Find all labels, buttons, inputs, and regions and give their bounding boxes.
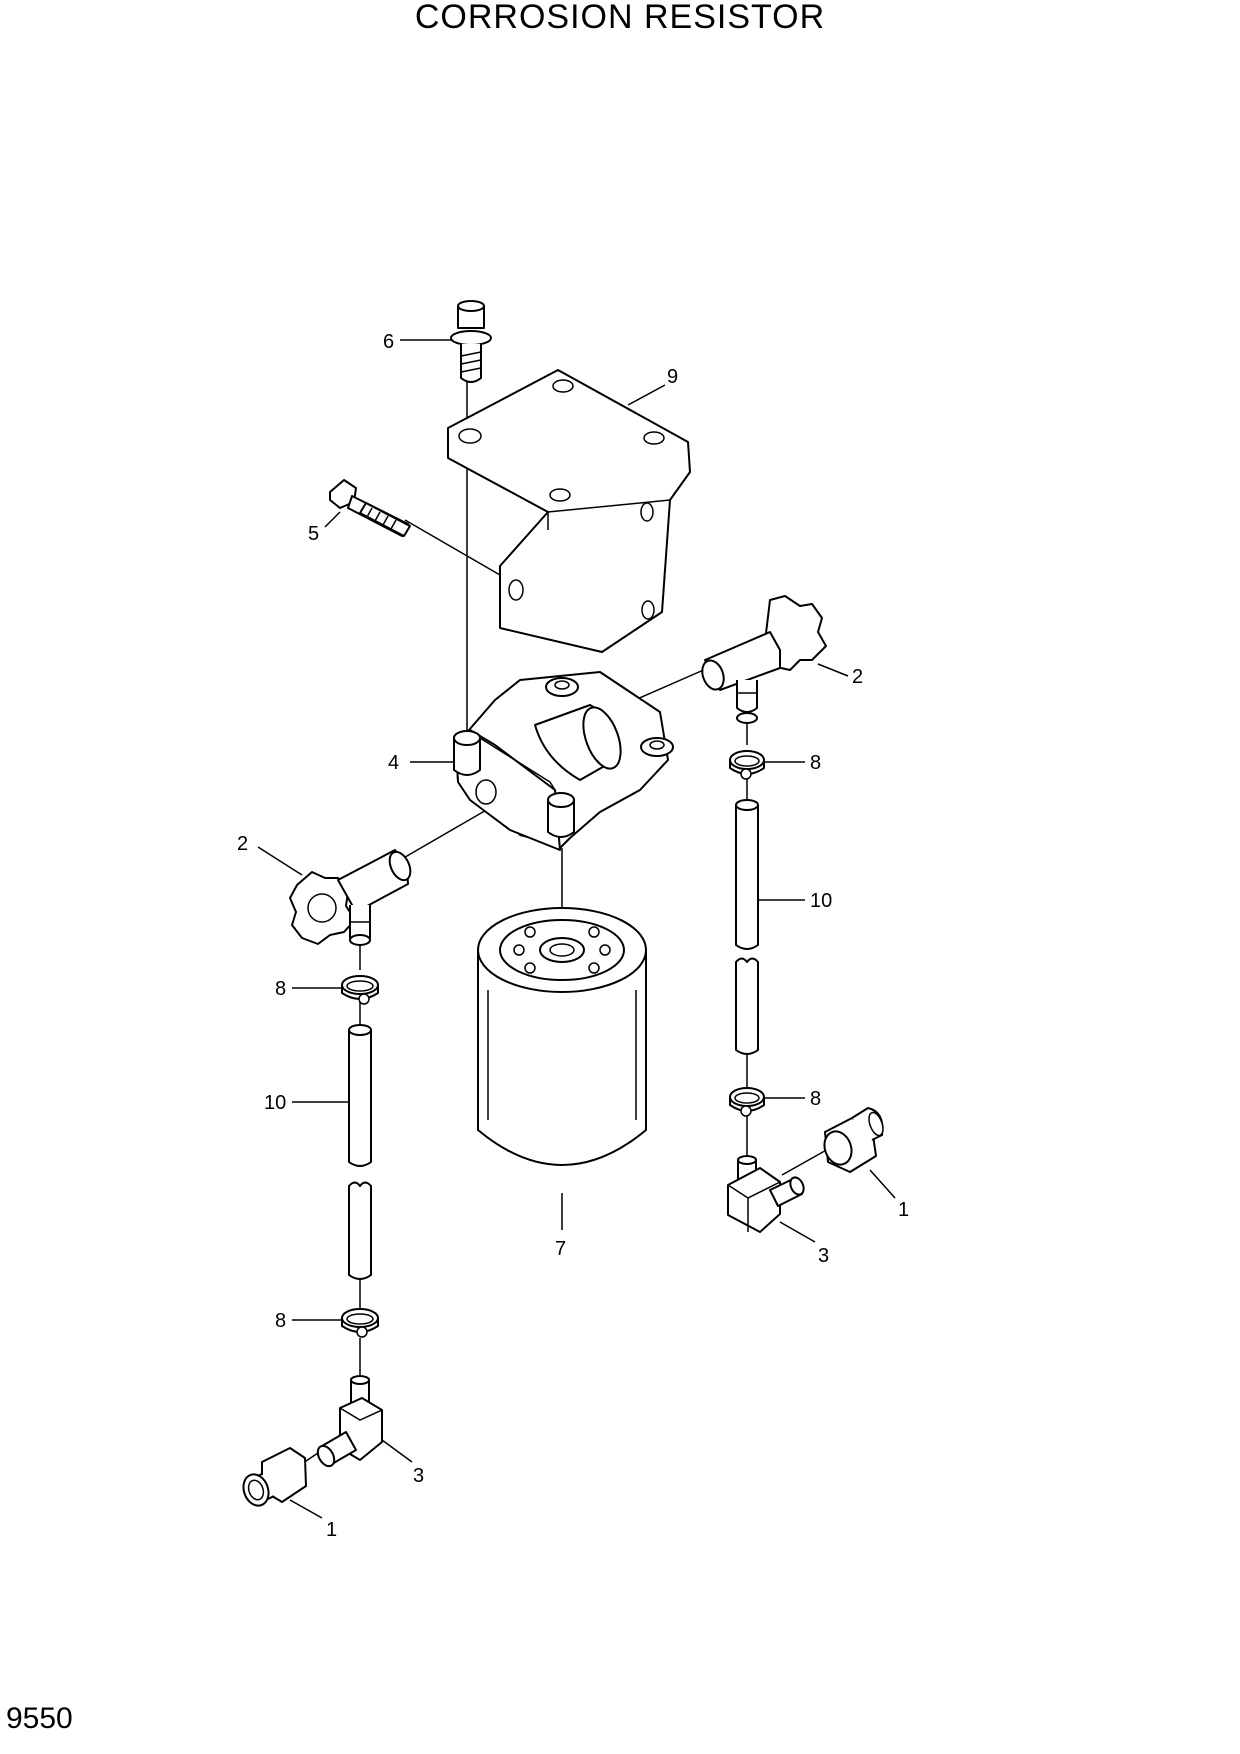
callout-8-right-top: 8 (810, 752, 821, 774)
part-8-clamp-left-top (341, 975, 379, 1005)
callout-4: 4 (388, 752, 399, 774)
part-3-elbow-left (316, 1375, 383, 1468)
callout-2-right: 2 (852, 666, 863, 688)
callout-5: 5 (308, 523, 319, 545)
part-7-filter (477, 907, 647, 1166)
callout-9: 9 (667, 366, 678, 388)
part-1-plug-left (242, 1447, 307, 1507)
page-title: CORROSION RESISTOR (414, 0, 826, 36)
callout-3-left: 3 (413, 1465, 424, 1487)
part-3-elbow-right (727, 1155, 805, 1233)
callout-8-left-top: 8 (275, 978, 286, 1000)
part-4-filter-head (453, 671, 674, 851)
callout-8-left-bottom: 8 (275, 1310, 286, 1332)
callout-6: 6 (383, 331, 394, 353)
callout-1-left: 1 (326, 1519, 337, 1541)
callout-10-left: 10 (264, 1092, 286, 1114)
part-8-clamp-right-bottom (729, 1087, 765, 1117)
page-number: 9550 (6, 1702, 73, 1735)
callout-8-right-bottom: 8 (810, 1088, 821, 1110)
part-10-hose-right (735, 799, 759, 1055)
leader-lines (257, 339, 896, 1519)
part-8-clamp-right-top (729, 750, 765, 780)
part-8-clamp-left-bottom (341, 1308, 379, 1338)
part-2-valve-right (701, 595, 827, 724)
part-2-valve-left (289, 849, 412, 946)
callout-10-right: 10 (810, 890, 832, 912)
part-9-bracket (447, 369, 691, 653)
part-6-bolt (450, 300, 492, 383)
part-5-long-bolt (329, 479, 411, 537)
callout-1-right: 1 (898, 1199, 909, 1221)
callout-2-left: 2 (237, 833, 248, 855)
callout-labels: 6 9 5 4 2 2 8 10 8 1 3 7 8 10 8 3 1 (237, 331, 909, 1541)
callout-3-right: 3 (818, 1245, 829, 1267)
part-10-hose-left (348, 1024, 372, 1280)
part-1-plug-right (823, 1107, 884, 1173)
callout-7: 7 (555, 1238, 566, 1260)
